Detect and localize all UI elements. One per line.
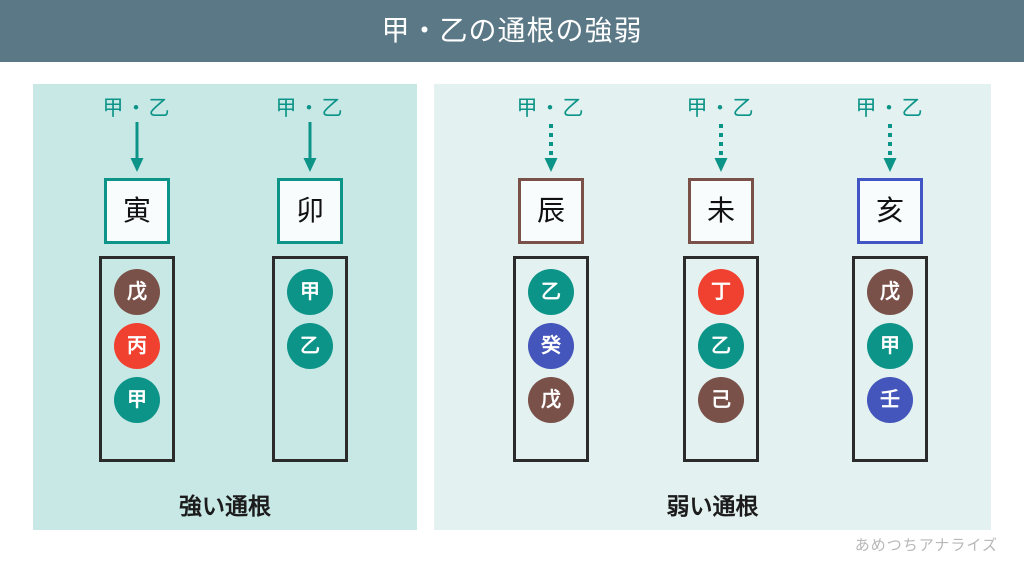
column-head-stems: 甲・乙 <box>686 97 756 120</box>
column-辰: 甲・乙 辰乙癸戊 <box>499 98 603 462</box>
hidden-stems-box: 甲乙 <box>272 256 348 462</box>
dotted-arrow-icon <box>499 122 603 178</box>
branch-box-亥: 亥 <box>857 178 923 244</box>
stem-circle: 戊 <box>867 269 913 315</box>
branch-box-卯: 卯 <box>277 178 343 244</box>
panel-weak-tsukon: 弱い通根 甲・乙 辰乙癸戊甲・乙 未丁乙己甲・乙 亥戊甲壬 <box>434 84 991 530</box>
column-head-stems: 甲・乙 <box>102 97 172 120</box>
watermark: あめつちアナライズ <box>854 537 998 554</box>
header-bar: 甲・乙の通根の強弱 <box>0 0 1024 62</box>
branch-box-寅: 寅 <box>104 178 170 244</box>
branch-box-辰: 辰 <box>518 178 584 244</box>
panel-strong-label: 強い通根 <box>179 493 271 519</box>
column-head-stems: 甲・乙 <box>855 97 925 120</box>
hidden-stems-box: 丁乙己 <box>683 256 759 462</box>
hidden-stems-box: 戊丙甲 <box>99 256 175 462</box>
stem-circle: 己 <box>698 377 744 423</box>
stem-circle: 癸 <box>528 323 574 369</box>
stem-circle: 戊 <box>114 269 160 315</box>
column-未: 甲・乙 未丁乙己 <box>669 98 773 462</box>
hidden-stems-box: 戊甲壬 <box>852 256 928 462</box>
solid-arrow-icon <box>258 122 362 178</box>
dotted-arrow-icon <box>838 122 942 178</box>
stem-circle: 甲 <box>867 323 913 369</box>
stem-circle: 乙 <box>287 323 333 369</box>
solid-arrow-icon <box>85 122 189 178</box>
stem-circle: 甲 <box>287 269 333 315</box>
panel-weak-label: 弱い通根 <box>666 493 759 519</box>
column-head-stems: 甲・乙 <box>275 97 345 120</box>
branch-box-未: 未 <box>688 178 754 244</box>
stem-circle: 壬 <box>867 377 913 423</box>
column-卯: 甲・乙 卯甲乙 <box>258 98 362 462</box>
column-寅: 甲・乙 寅戊丙甲 <box>85 98 189 462</box>
stem-circle: 丙 <box>114 323 160 369</box>
column-亥: 甲・乙 亥戊甲壬 <box>838 98 942 462</box>
stem-circle: 甲 <box>114 377 160 423</box>
hidden-stems-box: 乙癸戊 <box>513 256 589 462</box>
stem-circle: 乙 <box>528 269 574 315</box>
panel-strong-tsukon: 強い通根 甲・乙 寅戊丙甲甲・乙 卯甲乙 <box>33 84 417 530</box>
column-head-stems: 甲・乙 <box>516 97 586 120</box>
stem-circle: 乙 <box>698 323 744 369</box>
stem-circle: 戊 <box>528 377 574 423</box>
stem-circle: 丁 <box>698 269 744 315</box>
page-title: 甲・乙の通根の強弱 <box>381 15 643 46</box>
dotted-arrow-icon <box>669 122 773 178</box>
